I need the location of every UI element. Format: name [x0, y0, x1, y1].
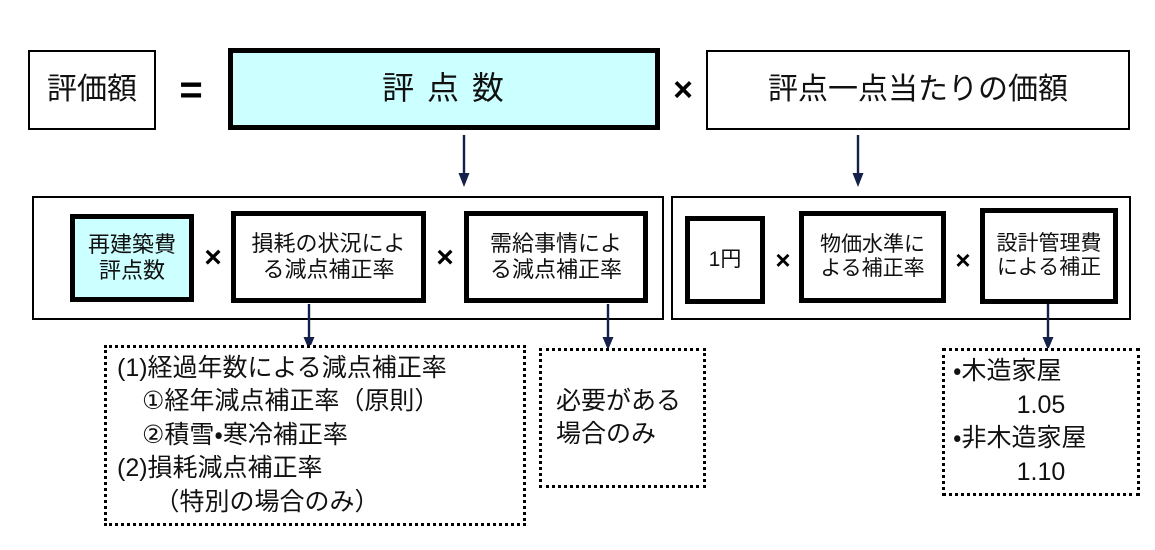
- wear-condition-reduction-box: 損耗の状況によ る減点補正率: [231, 211, 426, 303]
- arrow-supplydemand-to-note: [601, 304, 615, 350]
- supply-demand-note-line-1: 必要がある: [556, 386, 682, 415]
- unit-point-price-box: 評点一点当たりの価額: [706, 50, 1130, 130]
- design-management-note-box: ・木造家屋 1.05 ・非木造家屋 1.10: [942, 348, 1140, 496]
- equals-operator: =: [179, 68, 203, 112]
- depreciation-note-line-5: （特別の場合のみ）: [117, 487, 380, 516]
- valuation-amount-box: 評価額: [28, 50, 156, 130]
- multiply-operator-top: ×: [673, 71, 693, 109]
- supply-demand-reduction-box: 需給事情によ る減点補正率: [464, 211, 648, 303]
- depreciation-note-line-4: (2)損耗減点補正率: [117, 454, 323, 483]
- wooden-house-label: ・木造家屋: [953, 357, 1062, 385]
- arrow-wear-to-note: [302, 304, 316, 350]
- reconstruction-cost-points-box: 再建築費 評点数: [70, 214, 194, 302]
- one-yen-box: 1円: [685, 216, 765, 304]
- multiply-operator-right-2: ×: [955, 245, 971, 275]
- arrow-unitprice-to-components: [851, 135, 865, 187]
- depreciation-note-line-2: ①経年減点補正率（原則）: [117, 387, 440, 416]
- arrow-design-to-note: [1041, 304, 1055, 350]
- multiply-operator-left-1: ×: [204, 241, 222, 274]
- multiply-operator-left-2: ×: [436, 241, 454, 274]
- depreciation-note-line-3: ②積雪・寒冷補正率: [117, 420, 348, 449]
- supply-demand-note-line-2: 場合のみ: [556, 420, 657, 448]
- supply-demand-note-box: 必要がある 場合のみ: [539, 348, 706, 488]
- points-components-group: [32, 196, 664, 320]
- depreciation-note-line-1: (1)経過年数による減点補正率: [117, 353, 447, 382]
- unit-price-components-group: [671, 196, 1131, 320]
- wooden-house-value: 1.05: [1016, 390, 1066, 419]
- non-wooden-house-value: 1.10: [1016, 457, 1066, 486]
- non-wooden-house-label: ・非木造家屋: [953, 424, 1087, 452]
- multiply-operator-right-1: ×: [775, 245, 791, 275]
- depreciation-note-box: (1)経過年数による減点補正率 ①経年減点補正率（原則） ②積雪・寒冷補正率 (…: [104, 345, 526, 526]
- design-management-adjustment-box: 設計管理費 による補正: [980, 208, 1118, 304]
- price-level-adjustment-box: 物価水準に よる補正率: [799, 211, 946, 303]
- points-total-box: 評 点 数: [228, 48, 660, 130]
- arrow-points-to-components: [457, 135, 471, 187]
